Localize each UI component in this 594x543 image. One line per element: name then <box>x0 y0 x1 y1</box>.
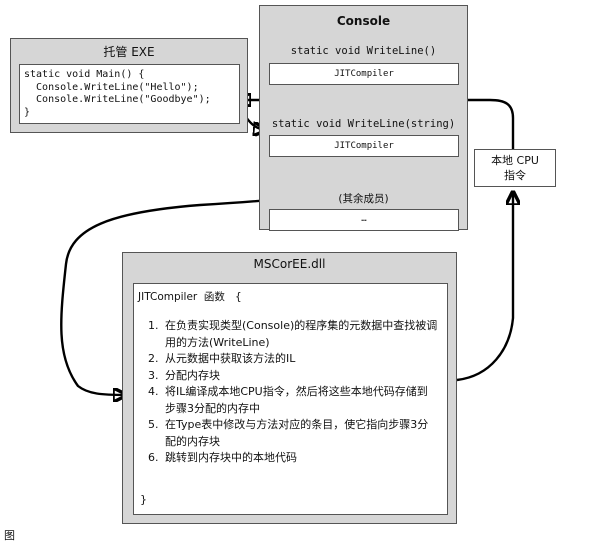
jit-steps-list: 1.在负责实现类型(Console)的程序集的元数据中查找被调用的方法(Writ… <box>148 318 438 467</box>
mscoree-title: MSCorEE.dll <box>253 257 326 271</box>
jitcompiler-function-header: JITCompiler 函数 { <box>138 291 242 303</box>
writeline-string-jit-slot: JITCompiler <box>269 135 459 157</box>
function-closing-brace: } <box>140 493 147 506</box>
hosted-exe-title: 托管 EXE <box>103 45 155 59</box>
mscoree-dll-panel: MSCorEE.dll JITCompiler 函数 { 1.在负责实现类型(C… <box>122 252 457 524</box>
writeline-no-args-jit-slot: JITCompiler <box>269 63 459 85</box>
native-cpu-instructions-box: 本地 CPU 指令 <box>474 149 556 187</box>
jit-step: 3.分配内存块 <box>148 368 220 382</box>
other-members-slot: … <box>269 209 459 231</box>
console-type-panel: Console static void WriteLine() JITCompi… <box>259 5 468 231</box>
jit-step: 1.在负责实现类型(Console)的程序集的元数据中查找被调用的方法(Writ… <box>148 319 438 349</box>
native-cpu-label: 本地 CPU <box>491 154 539 167</box>
jitcompiler-function-body: JITCompiler 函数 { 1.在负责实现类型(Console)的程序集的… <box>133 283 448 515</box>
hosted-exe-panel: 托管 EXE static void Main() { Console.Writ… <box>10 38 248 133</box>
jit-step: 6.跳转到内存块中的本地代码 <box>148 451 297 464</box>
writeline-no-args-signature: static void WriteLine() <box>290 45 437 57</box>
jit-step: 5.在Type表中修改与方法对应的条目，使它指向步骤3分配的内存块 <box>148 418 429 448</box>
jit-step: 2.从元数据中获取该方法的IL <box>148 352 296 365</box>
writeline-string-signature: static void WriteLine(string) <box>271 118 456 130</box>
native-cpu-sublabel: 指令 <box>504 169 526 182</box>
console-title: Console <box>336 14 391 28</box>
main-method-code: static void Main() { Console.WriteLine("… <box>19 64 240 124</box>
figure-caption: 图 <box>4 529 15 542</box>
jit-step: 4.将IL编译成本地CPU指令，然后将这些本地代码存储到步骤3分配的内存中 <box>148 385 428 415</box>
other-members-label: (其余成员) <box>338 193 389 205</box>
